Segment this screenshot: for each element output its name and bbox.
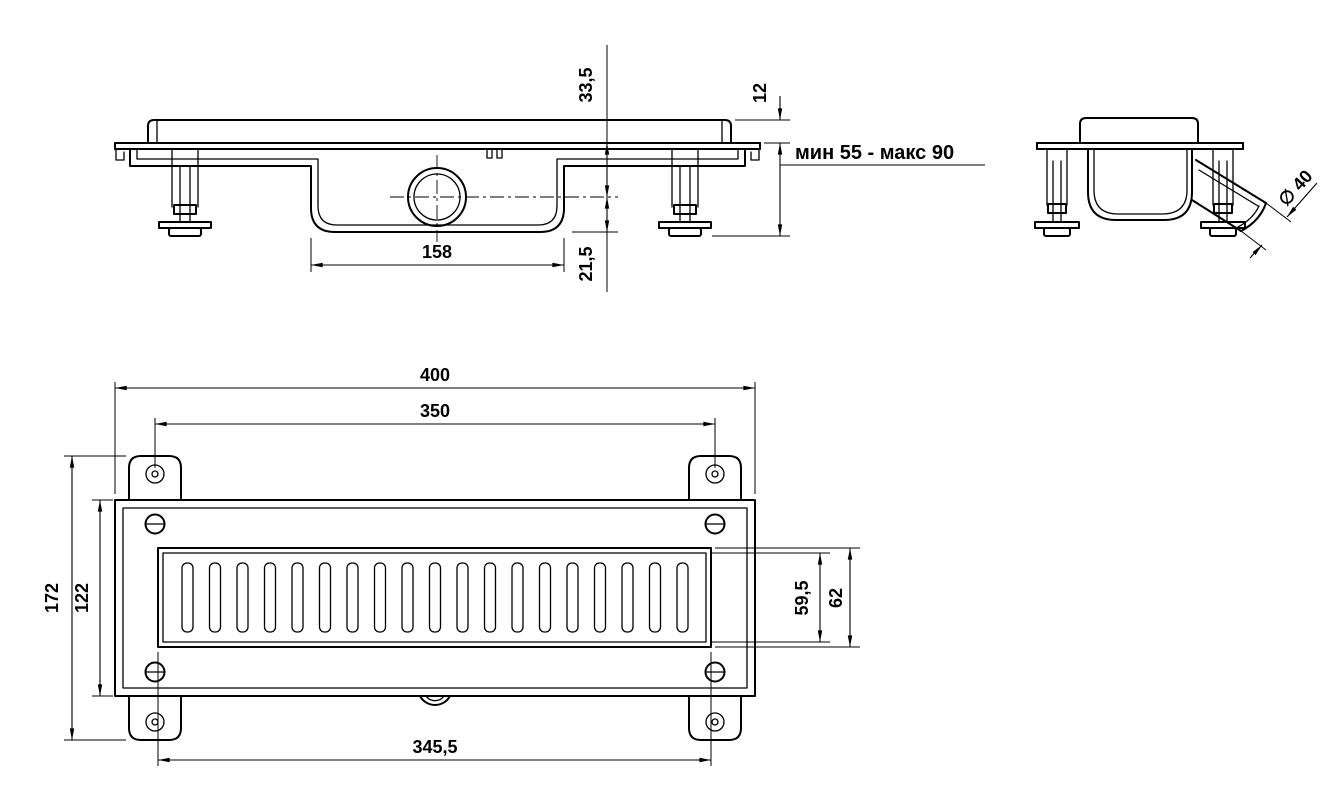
- leveling-foot-right: [658, 148, 712, 237]
- tab-hole-center: [711, 470, 719, 478]
- mounting-tab-bottom-left: [128, 695, 182, 741]
- side-flange: [1036, 142, 1244, 150]
- side-lid: [1079, 117, 1199, 144]
- tab-hole: [705, 712, 725, 732]
- extension-line: [1240, 230, 1267, 251]
- side-view: [1034, 117, 1267, 237]
- front-view-dimensions: 33,5 21,5 12 мин 55 - макс 90 158: [310, 45, 985, 292]
- bottom-outlet-notch: [419, 695, 451, 706]
- grate-slot: [318, 562, 332, 633]
- grate-slot: [621, 562, 634, 633]
- body-outer-rect: [114, 499, 756, 697]
- grate-slot: [676, 562, 689, 633]
- grate-slot: [566, 562, 579, 633]
- tab-hole-center: [151, 470, 159, 478]
- grate-slot: [208, 562, 222, 633]
- dim-text-grate-width: 59,5: [792, 580, 812, 615]
- tab-hole: [145, 712, 165, 732]
- flange-hook: [750, 148, 760, 161]
- foot-base: [1209, 227, 1237, 237]
- grate-slot: [648, 562, 662, 633]
- side-foot-left: [1034, 148, 1080, 237]
- side-outlet-stub: [1191, 159, 1267, 232]
- flange-clip: [496, 148, 503, 159]
- dim-text-overall-width: 172: [42, 583, 62, 613]
- grate-slot: [483, 562, 497, 633]
- grate-slot: [401, 562, 414, 633]
- grate-slot: [181, 562, 194, 633]
- side-foot-right: [1200, 148, 1246, 237]
- body-inner-rect: [122, 507, 748, 689]
- dim-text-overall-length: 400: [420, 365, 450, 385]
- dimension-line: [1249, 244, 1263, 259]
- channel-body-outer: [129, 148, 746, 233]
- tab-hole-center: [711, 718, 719, 726]
- dim-text-body-width: 122: [72, 583, 92, 613]
- leveling-foot-left: [158, 148, 212, 237]
- grate-slot: [236, 562, 249, 633]
- tab-hole-center: [151, 718, 159, 726]
- grate-frame-inner: [162, 552, 707, 643]
- grate-slot: [593, 562, 607, 633]
- foot-base: [668, 227, 702, 237]
- side-bowl-outer: [1087, 148, 1193, 221]
- plan-view: [114, 455, 756, 741]
- dimension-line: [1286, 182, 1318, 218]
- extension-line: [1265, 202, 1292, 223]
- dim-text-hole-spacing: 350: [420, 401, 450, 421]
- flange-hook: [115, 148, 125, 161]
- side-bowl-inner: [1093, 148, 1188, 215]
- grate-slot: [346, 562, 359, 633]
- grate-slot: [538, 562, 552, 633]
- front-lid: [147, 119, 732, 144]
- plan-view-dimensions: 400 350 172 122 59,5 62 345,5: [42, 365, 860, 766]
- foot-nut: [173, 204, 197, 215]
- foot-nut: [1047, 203, 1067, 214]
- dim-text-sump-length: 158: [422, 242, 452, 262]
- grate-slot: [511, 562, 524, 633]
- front-view: [114, 119, 761, 242]
- dim-text-outlet-diameter: ∅ 40: [1274, 166, 1316, 210]
- channel-body-inner: [136, 148, 739, 226]
- mounting-tab-bottom-right: [688, 695, 742, 741]
- dim-text-top-height: 33,5: [576, 67, 596, 102]
- dim-text-sump-depth: 21,5: [576, 246, 596, 281]
- grate-slot: [263, 562, 277, 633]
- dim-text-edge-height: 12: [750, 83, 770, 103]
- bottom-outlet-notch-inner: [425, 695, 445, 702]
- front-flange: [114, 142, 761, 161]
- grate-slot: [373, 562, 387, 633]
- fixing-screws: [144, 513, 726, 683]
- foot-nut: [1213, 203, 1233, 214]
- grate-slot: [456, 562, 469, 633]
- grate-slot: [291, 562, 304, 633]
- side-view-dimensions: ∅ 40: [1240, 166, 1318, 259]
- flange-clip: [486, 148, 493, 159]
- dim-text-install-height: мин 55 - макс 90: [795, 142, 954, 164]
- dim-text-frame-width: 62: [826, 588, 846, 608]
- foot-nut: [673, 204, 697, 215]
- foot-base: [1043, 227, 1071, 237]
- grate-frame-outer: [157, 547, 712, 648]
- grate-slot: [428, 562, 442, 633]
- grate-slots: [181, 562, 689, 633]
- foot-base: [168, 227, 202, 237]
- dim-text-grate-length: 345,5: [412, 737, 457, 757]
